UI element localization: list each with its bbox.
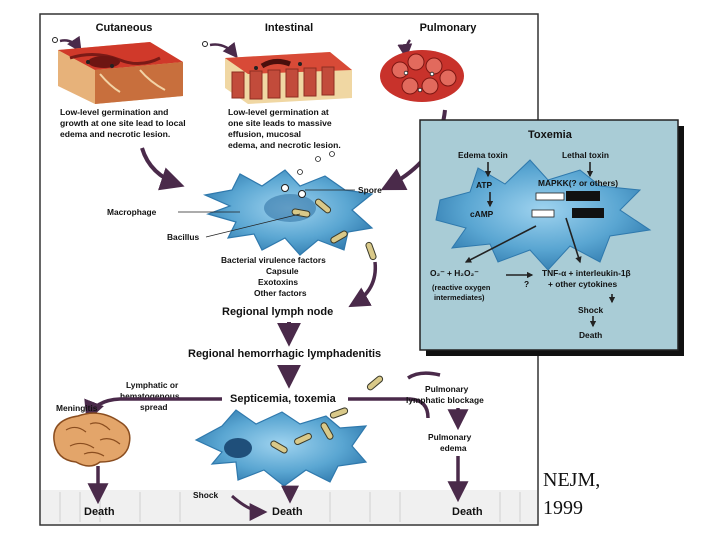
lymphadenitis-label: Regional hemorrhagic lymphadenitis bbox=[188, 348, 381, 360]
svg-text:effusion, mucosal: effusion, mucosal bbox=[228, 129, 301, 139]
skin-tissue-icon bbox=[58, 42, 183, 104]
pulmonary-edema-label: Pulmonary edema bbox=[428, 432, 472, 453]
intestine-tissue-icon bbox=[225, 52, 352, 104]
lung-tissue-icon bbox=[380, 50, 464, 102]
svg-text:Exotoxins: Exotoxins bbox=[258, 277, 298, 287]
atp-label: ATP bbox=[476, 180, 493, 190]
cutaneous-title: Cutaneous bbox=[96, 22, 153, 34]
mapkk-label: MAPKK(? or others) bbox=[538, 178, 618, 188]
camp-label: cAMP bbox=[470, 209, 494, 219]
virulence-factors: Bacterial virulence factors Capsule Exot… bbox=[221, 255, 326, 298]
svg-text:Lymphatic or: Lymphatic or bbox=[126, 380, 179, 390]
question-mark: ? bbox=[524, 279, 529, 289]
svg-text:Low-level germination at: Low-level germination at bbox=[228, 107, 329, 117]
intestinal-title: Intestinal bbox=[265, 22, 313, 34]
intestinal-description: Low-level germination at one site leads … bbox=[228, 107, 341, 150]
ros-label: O₂⁻ + H₂O₂⁻ bbox=[430, 268, 479, 278]
lethal-toxin-label: Lethal toxin bbox=[562, 150, 609, 160]
svg-text:Bacterial virulence factors: Bacterial virulence factors bbox=[221, 255, 326, 265]
arrow-icon bbox=[348, 261, 378, 308]
toxemia-shock-label: Shock bbox=[578, 305, 603, 315]
svg-text:spread: spread bbox=[140, 402, 167, 412]
shock-label: Shock bbox=[193, 490, 218, 500]
citation-year: 1999 bbox=[543, 497, 583, 519]
spread-label: Lymphatic or hematogenous spread bbox=[120, 380, 180, 412]
svg-text:lymphatic blockage: lymphatic blockage bbox=[406, 395, 484, 405]
septicemia-label: Septicemia, toxemia bbox=[230, 393, 337, 405]
death-center-label: Death bbox=[272, 506, 303, 518]
toxin-bars bbox=[531, 191, 604, 218]
svg-text:edema, and necrotic lesion.: edema, and necrotic lesion. bbox=[228, 140, 341, 150]
svg-text:Low-level germination and: Low-level germination and bbox=[60, 107, 168, 117]
svg-text:one site leads to massive: one site leads to massive bbox=[228, 118, 332, 128]
toxemia-arrows bbox=[464, 162, 616, 328]
bacillus-label: Bacillus bbox=[167, 232, 199, 242]
meningitis-label: Meningitis bbox=[56, 403, 98, 413]
macrophage-label: Macrophage bbox=[107, 207, 157, 217]
svg-text:Capsule: Capsule bbox=[266, 266, 299, 276]
arrow-icon bbox=[231, 494, 268, 521]
bacillus-icon bbox=[270, 375, 384, 454]
pulmonary-blockage-label: Pulmonary lymphatic blockage bbox=[406, 384, 484, 405]
toxemia-inset bbox=[419, 119, 684, 356]
macrophage-cell-icon bbox=[202, 169, 374, 256]
cutaneous-description: Low-level germination and growth at one … bbox=[60, 107, 186, 139]
death-left-label: Death bbox=[84, 506, 115, 518]
svg-text:Other factors: Other factors bbox=[254, 288, 307, 298]
toxemia-title: Toxemia bbox=[528, 129, 573, 141]
leader-lines bbox=[178, 189, 355, 238]
svg-text:intermediates): intermediates) bbox=[434, 293, 485, 302]
ros-note: (reactive oxygen intermediates) bbox=[432, 283, 491, 302]
spore-label: Spore bbox=[358, 185, 382, 195]
svg-text:(reactive oxygen: (reactive oxygen bbox=[432, 283, 491, 292]
tnf-label: TNF-α + interleukin-1β bbox=[542, 268, 631, 278]
regional-lymph-node-label: Regional lymph node bbox=[222, 306, 333, 318]
arrow-icon bbox=[348, 397, 430, 419]
death-right-label: Death bbox=[452, 506, 483, 518]
toxemia-death-label: Death bbox=[579, 330, 602, 340]
bacillus-icon bbox=[291, 198, 377, 261]
svg-text:edema and necrotic lesion.: edema and necrotic lesion. bbox=[60, 129, 170, 139]
svg-text:hematogenous: hematogenous bbox=[120, 391, 180, 401]
edema-toxin-label: Edema toxin bbox=[458, 150, 508, 160]
brain-icon bbox=[53, 412, 131, 467]
arrow-icon bbox=[407, 371, 441, 380]
svg-text:edema: edema bbox=[440, 443, 467, 453]
cytokines-label: + other cytokines bbox=[548, 279, 617, 289]
spore-icon bbox=[297, 151, 335, 175]
svg-text:Pulmonary: Pulmonary bbox=[428, 432, 472, 442]
citation-journal: NEJM, bbox=[543, 469, 601, 491]
svg-text:Pulmonary: Pulmonary bbox=[425, 384, 469, 394]
pulmonary-title: Pulmonary bbox=[420, 22, 478, 34]
svg-text:growth at one site lead to loc: growth at one site lead to local bbox=[60, 118, 186, 128]
